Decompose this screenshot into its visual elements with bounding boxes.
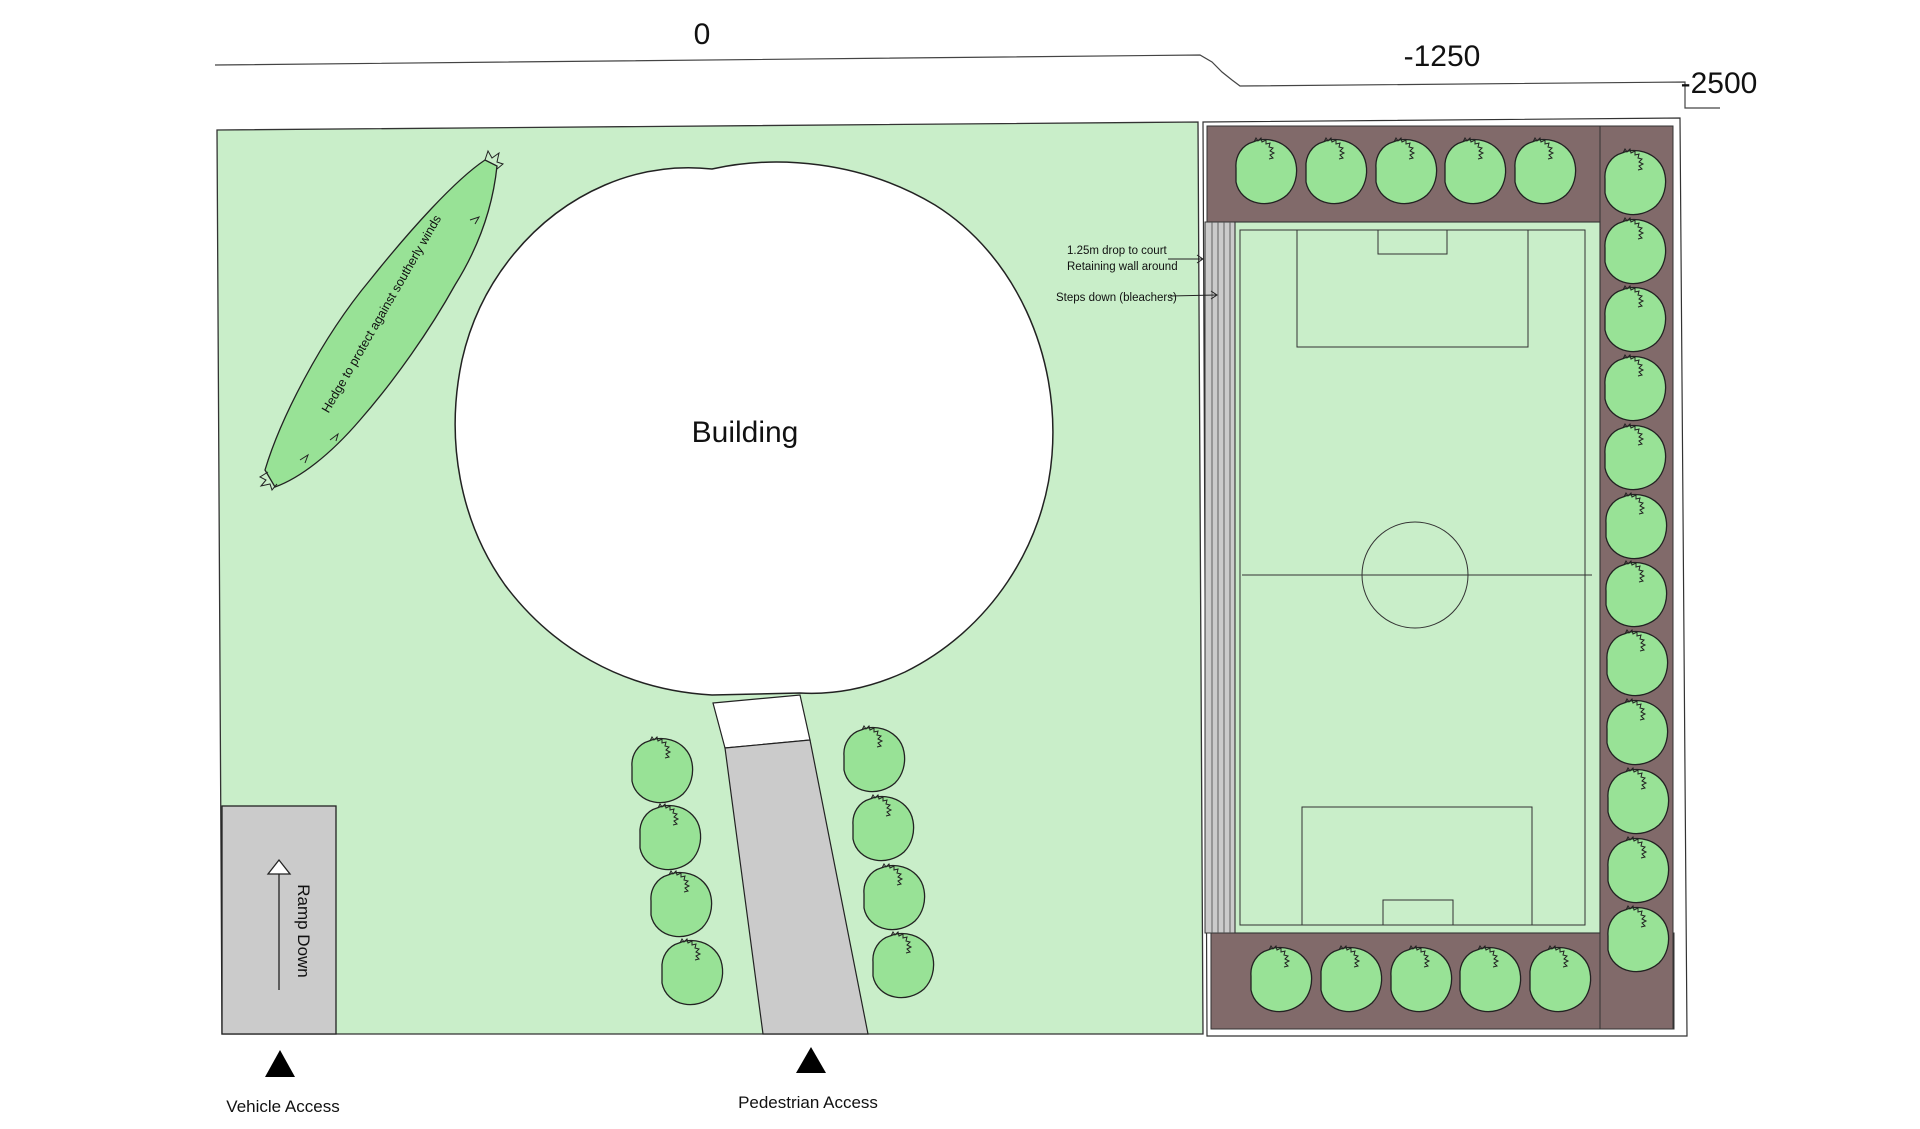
vehicle-access-marker-icon [265, 1050, 295, 1077]
pedestrian-access-label: Pedestrian Access [738, 1093, 878, 1112]
level-lines [214, 54, 1720, 109]
steps-label: Steps down (bleachers) [1056, 292, 1177, 304]
vehicle-ramp: Ramp Down [221, 805, 337, 1035]
court-trees-top [1235, 137, 1577, 205]
court-trees-bottom [1250, 945, 1592, 1013]
building-label: Building [692, 416, 799, 449]
pedestrian-access-marker-icon [796, 1047, 826, 1073]
vehicle-access-label: Vehicle Access [226, 1097, 339, 1116]
drop-label-line2: Retaining wall around [1067, 261, 1178, 273]
annotation-retaining-wall: 1.25m drop to court Retaining wall aroun… [1067, 245, 1204, 273]
annotation-steps: Steps down (bleachers) [1056, 290, 1218, 304]
ramp-label: Ramp Down [294, 884, 313, 978]
pedestrian-path [724, 739, 869, 1035]
building: Building [454, 161, 1054, 696]
bleacher-steps [1204, 221, 1236, 934]
entrance-paving [712, 694, 811, 749]
pitch-markings [1239, 229, 1592, 926]
level-label-minus-1250: -1250 [1404, 40, 1481, 73]
level-label-minus-2500: -2500 [1681, 67, 1758, 100]
football-pitch [1234, 221, 1601, 934]
level-label-0: 0 [694, 18, 711, 51]
bleacher-step-lines [1211, 222, 1231, 933]
drop-label-line1: 1.25m drop to court [1067, 245, 1168, 257]
arrow-up-icon [266, 858, 292, 990]
sunken-court [1202, 117, 1688, 1037]
